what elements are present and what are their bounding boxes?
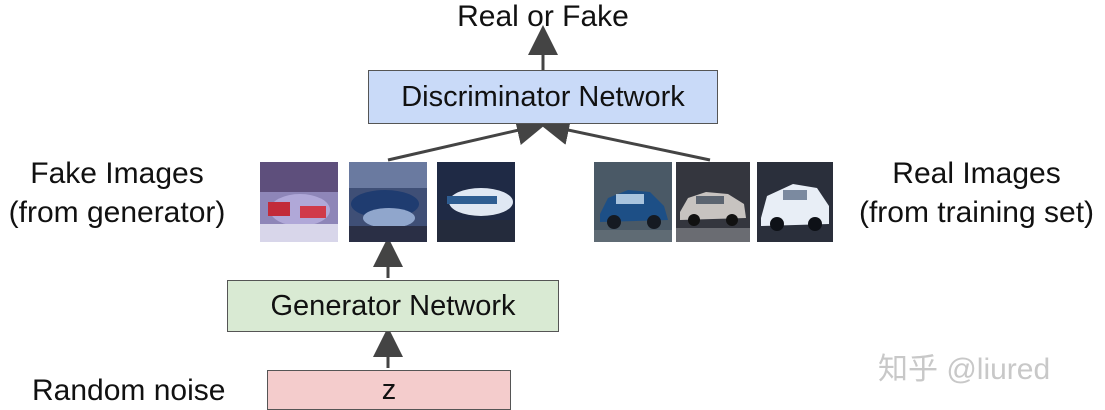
fake-image-1-art: [260, 162, 338, 242]
fake-images-sublabel: (from generator): [8, 196, 226, 229]
fake-image-3-art: [437, 162, 515, 242]
real-images-sublabel: (from training set): [858, 196, 1095, 229]
real-image-1-art: [594, 162, 672, 242]
noise-z-label: z: [381, 373, 397, 406]
real-image-3-art: [757, 162, 833, 242]
output-label: Real or Fake: [457, 0, 629, 33]
fake-image-3: [437, 162, 515, 242]
arrow-fake-to-discriminator: [387, 115, 547, 162]
arrow-real-to-discriminator: [539, 115, 711, 162]
watermark-text: 知乎 @liured: [878, 353, 1051, 386]
generator-network-box: Generator Network: [227, 280, 559, 332]
real-image-3: [757, 162, 835, 242]
generator-label: Generator Network: [270, 289, 516, 322]
discriminator-label: Discriminator Network: [401, 80, 685, 113]
fake-image-2-art: [349, 162, 427, 242]
fake-image-2: [349, 162, 427, 242]
fake-images-label: Fake Images: [30, 157, 204, 190]
real-images-label: Real Images: [892, 157, 1061, 190]
real-image-2: [676, 162, 754, 242]
real-image-2-art: [676, 162, 750, 242]
discriminator-network-box: Discriminator Network: [368, 70, 718, 124]
noise-z-box: z: [267, 370, 511, 410]
real-image-1: [594, 162, 672, 242]
fake-image-1: [260, 162, 338, 242]
random-noise-label: Random noise: [32, 374, 226, 407]
